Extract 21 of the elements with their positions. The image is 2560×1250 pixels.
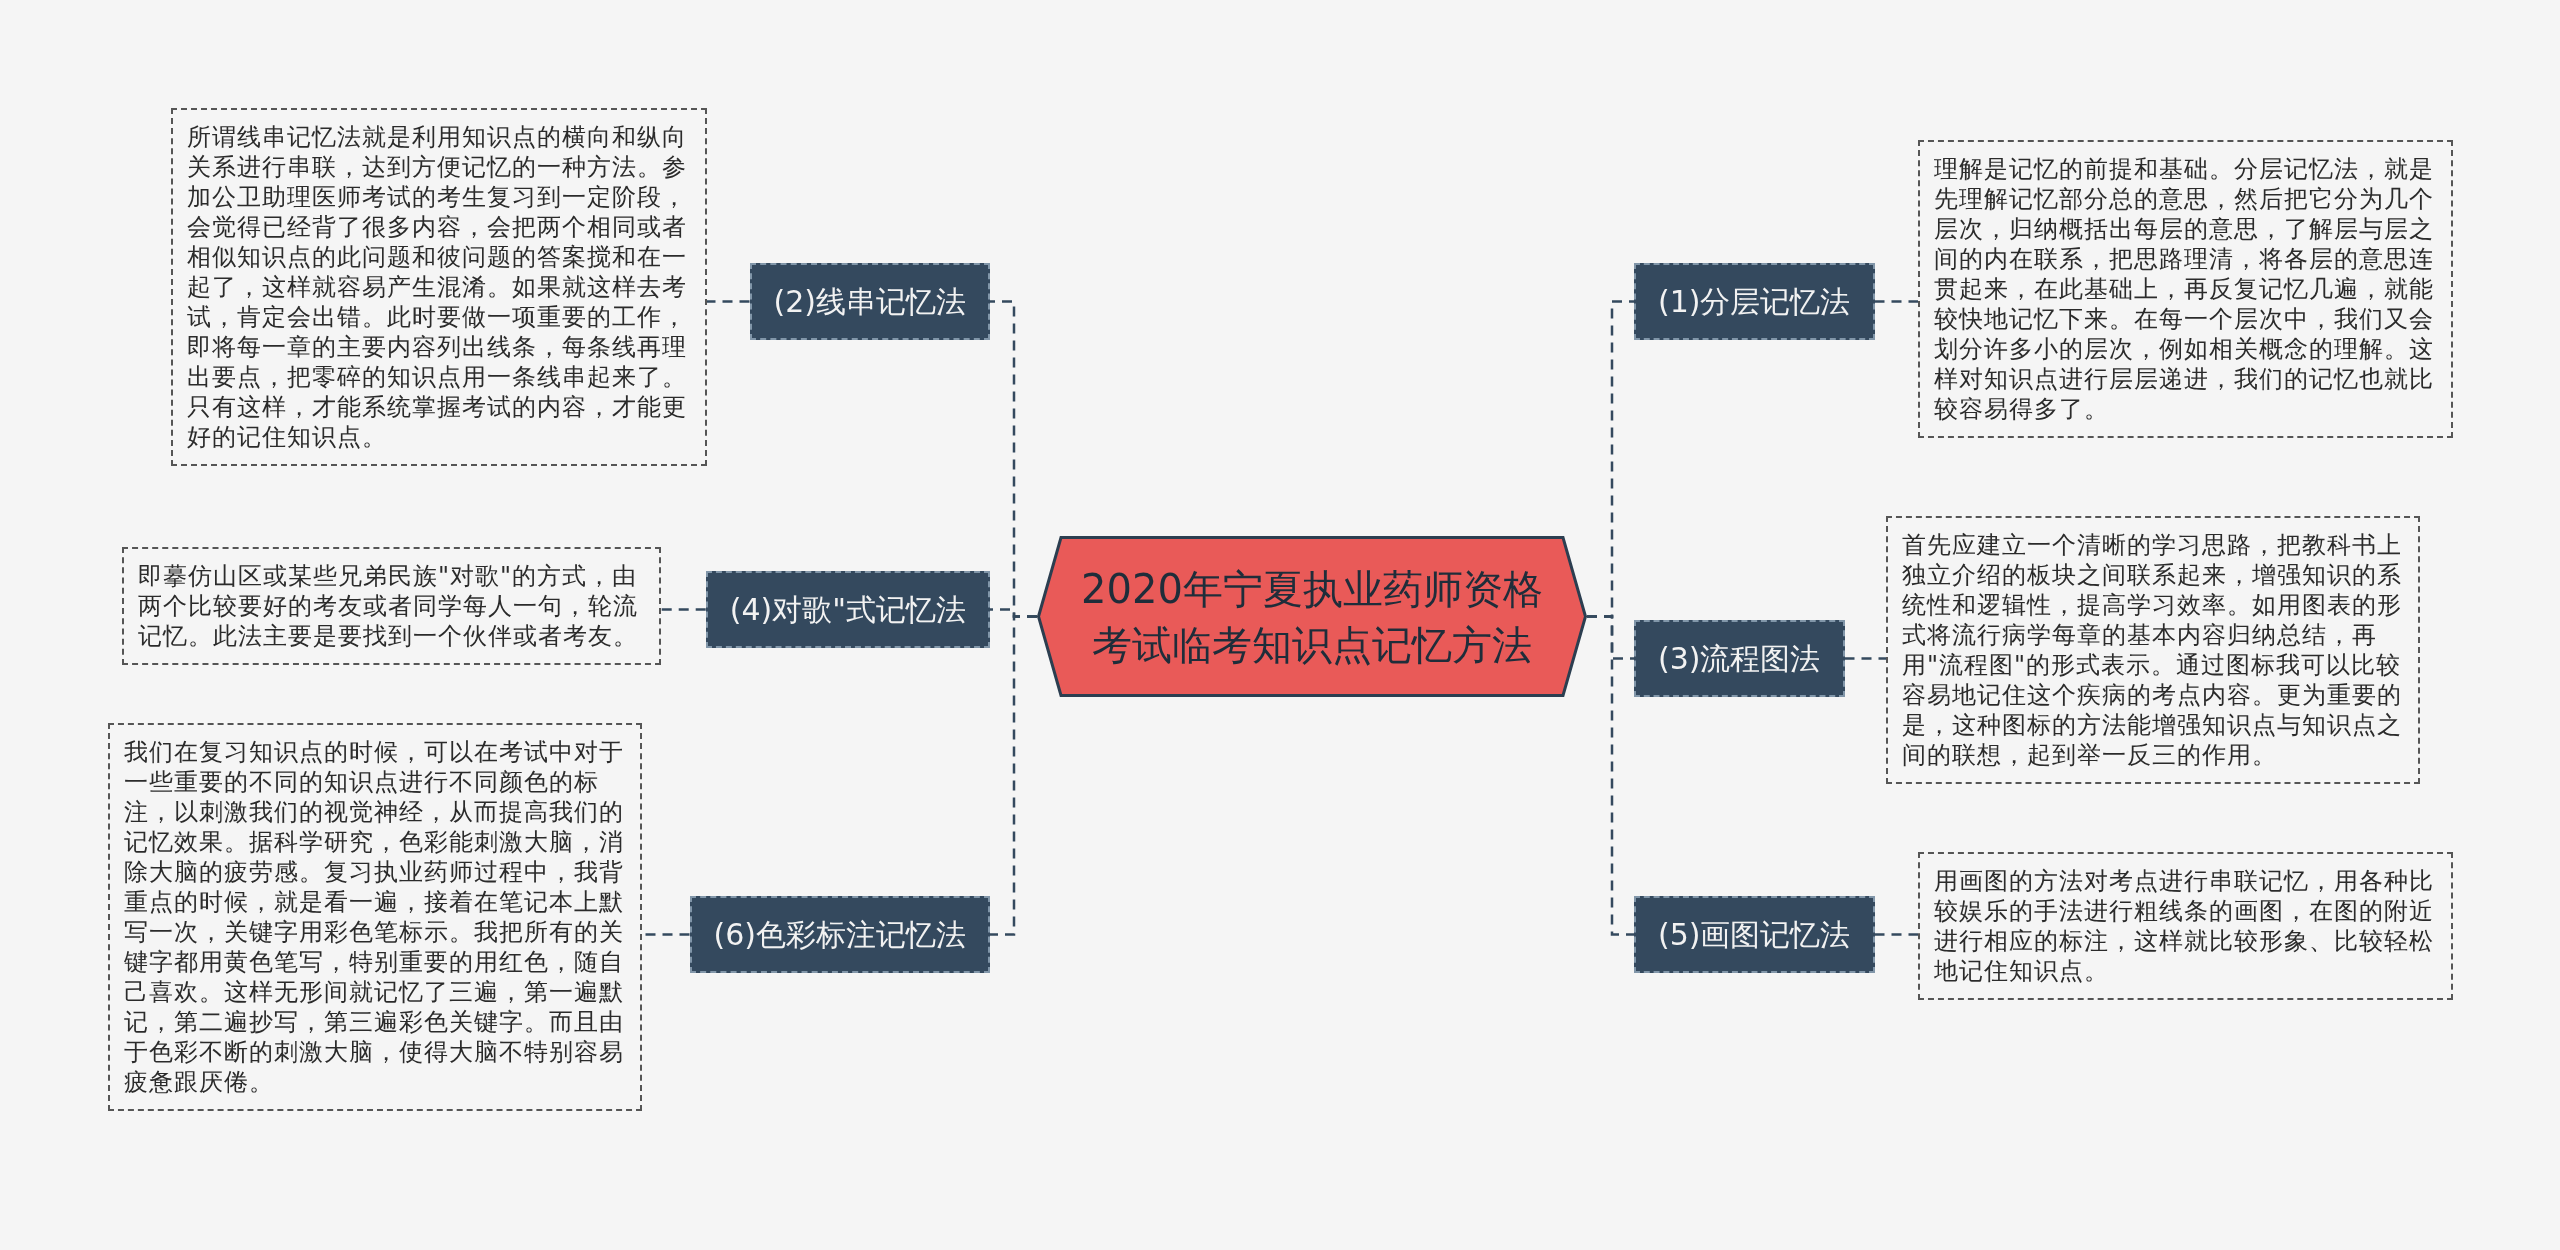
method-heading: (6)色彩标注记忆法 [689,896,990,973]
connector-line [1874,300,1918,303]
connector-line [1874,933,1918,936]
topic-title: 2020年宁夏执业药师资格考试临考知识点记忆方法 [1081,564,1543,670]
method-heading: (1)分层记忆法 [1634,263,1875,340]
connector-line [1587,615,1634,936]
connector-line [990,615,1037,936]
method-description: 我们在复习知识点的时候，可以在考试中对于一些重要的不同的知识点进行不同颜色的标注，以刺激我们的视觉神经，从而提高我们的记忆效果。据科学研究，色彩能刺激大脑，消除大脑的疲劳感。复习执业药师过程中，我背重点的时候，就是看一遍，接着在笔记本上默写一次，关键字用彩色笔标示。我把所有的关键字都用黄色笔写，特别重要的用红色，随自己喜欢。这样无形间就记忆了三遍，第一遍默记，第二遍抄写，第三遍彩色关键字。而且由于色彩不断的刺激大脑，使得大脑不特别容易疲惫跟厌倦。 [108,723,642,1111]
method-description: 即摹仿山区或某些兄弟民族"对歌"的方式，由两个比较要好的考友或者同学每人一句，轮流记忆。此法主要是要找到一个伙伴或者考友。 [122,547,661,665]
method-description: 理解是记忆的前提和基础。分层记忆法，就是先理解记忆部分总的意思，然后把它分为几个层次，归纳概括出每层的意思，了解层与层之间的内在联系，把思路理清，将各层的意思连贯起来，在此基础上，再反复记忆几遍，就能较快地记忆下来。在每一个层次中，我们又会划分许多小的层次，例如相关概念的理解。这样对知识点进行层层递进，我们的记忆也就比较容易得多了。 [1918,140,2453,438]
method-description: 首先应建立一个清晰的学习思路，把教科书上独立介绍的板块之间联系起来，增强知识的系统性和逻辑性，提高学习效率。如用图表的形式将流行病学每章的基本内容归纳总结，再用"流程图"的形式表示。通过图标我可以比较容易地记住这个疾病的考点内容。更为重要的是，这种图标的方法能增强知识点与知识点之间的联想，起到举一反三的作用。 [1886,516,2420,784]
method-heading: (5)画图记忆法 [1634,896,1875,973]
connector-line [707,300,750,303]
method-description: 所谓线串记忆法就是利用知识点的横向和纵向关系进行串联，达到方便记忆的一种方法。参加公卫助理医师考试的考生复习到一定阶段，会觉得已经背了很多内容，会把两个相同或者相似知识点的此问题和彼问题的答案搅和在一起了，这样就容易产生混淆。如果就这样去考试，肯定会出错。此时要做一项重要的工作，即将每一章的主要内容列出线条，每条线再理出要点，把零碎的知识点用一条线串起来了。只有这样，才能系统掌握考试的内容，才能更好的记住知识点。 [171,108,707,466]
method-description: 用画图的方法对考点进行串联记忆，用各种比较娱乐的手法进行粗线条的画图，在图的附近进行相应的标注，这样就比较形象、比较轻松地记住知识点。 [1918,852,2453,1000]
method-heading: (3)流程图法 [1634,620,1845,697]
method-heading: (2)线串记忆法 [749,263,990,340]
method-heading: (4)对歌"式记忆法 [705,571,990,648]
central-topic-hexagon [1037,536,1587,697]
connector-line [1844,657,1886,660]
connector-line [661,608,706,611]
